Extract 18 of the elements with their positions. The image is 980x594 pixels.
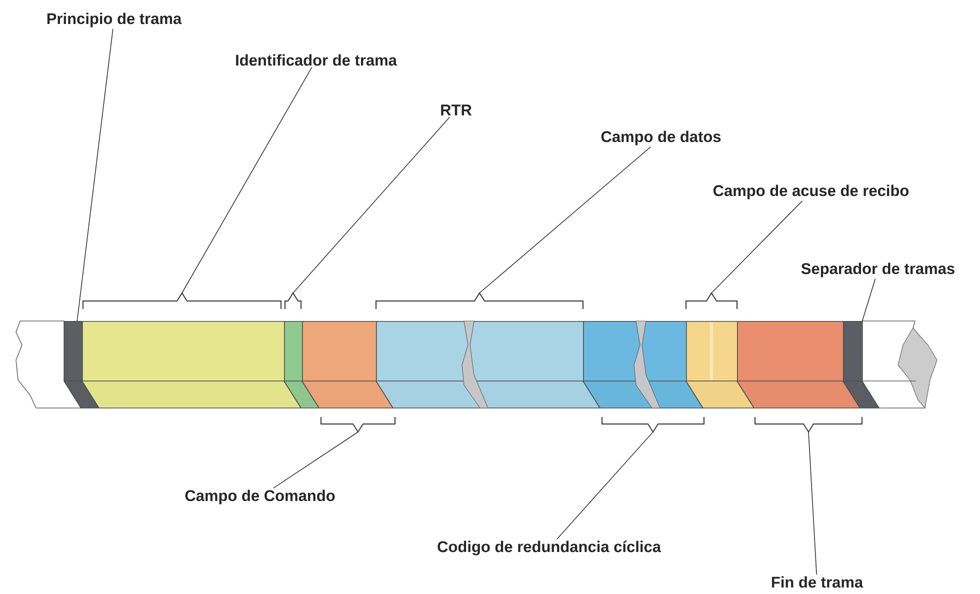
label-text: Fin de trama — [772, 576, 864, 588]
leader-line — [556, 432, 654, 540]
label-text: Campo de Comando — [185, 490, 335, 504]
label-text: Codigo de redundancia cíclica — [438, 540, 662, 556]
leader-line — [862, 278, 876, 322]
leader-line — [711, 200, 803, 294]
leader-line — [479, 146, 651, 294]
label-text: RTR — [441, 104, 472, 116]
label-text: Separador de tramas — [801, 262, 954, 278]
label-text: Campo de acuse de recibo — [713, 184, 909, 200]
leader-line — [273, 432, 358, 488]
label-text: Identificador de trama — [236, 54, 398, 66]
leader-line — [292, 116, 450, 294]
leader-line — [76, 28, 114, 322]
leader-line — [182, 67, 312, 294]
label-text: Principio de trama — [47, 12, 182, 28]
label-text: Campo de datos — [601, 130, 721, 146]
leader-line — [808, 432, 817, 575]
